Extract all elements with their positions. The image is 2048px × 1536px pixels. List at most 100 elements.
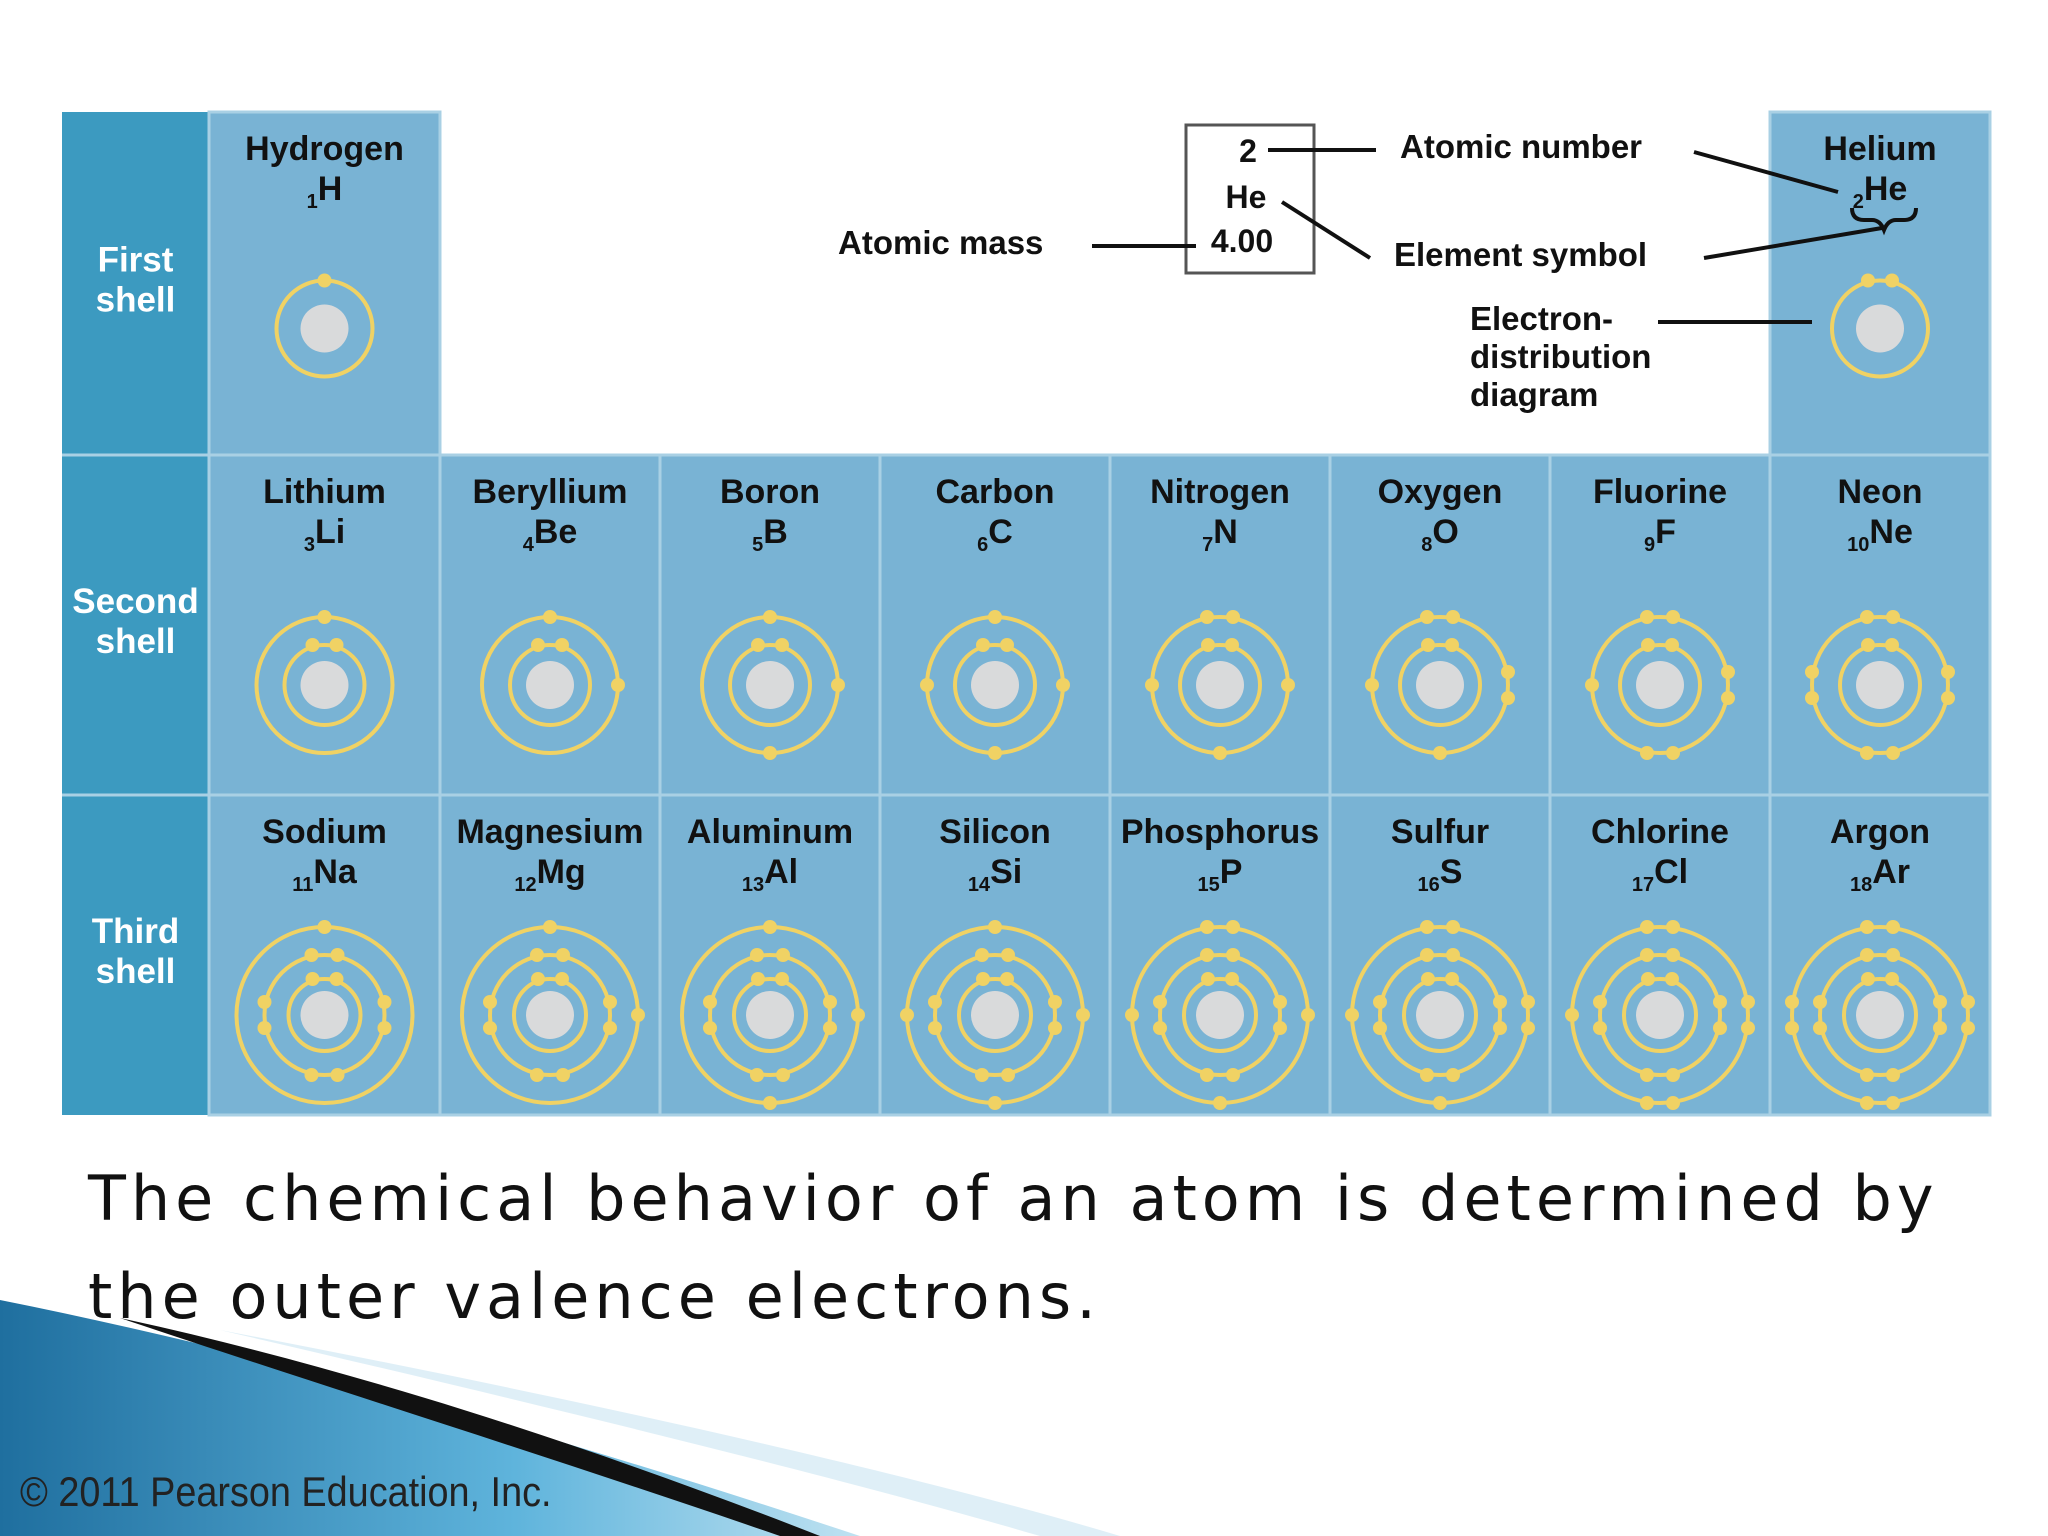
electron-dot — [1886, 1096, 1900, 1110]
nucleus — [1416, 991, 1464, 1039]
symbol-text: Al — [764, 853, 798, 891]
electron-dot — [763, 920, 777, 934]
electron-dot — [1281, 678, 1295, 692]
atomic-number-subscript: 8 — [1421, 534, 1432, 556]
electron-dot — [603, 995, 617, 1009]
atomic-number-subscript: 7 — [1202, 534, 1213, 556]
electron-dot — [1860, 1068, 1874, 1082]
copyright-notice: © 2011 Pearson Education, Inc. — [20, 1468, 552, 1515]
orbit-ring — [1842, 977, 1918, 1053]
electron-dot — [1521, 995, 1535, 1009]
symbol-text: Mg — [537, 853, 586, 891]
orbit-ring — [1618, 643, 1702, 727]
orbit-ring — [1598, 953, 1722, 1077]
electron-dot — [831, 678, 845, 692]
orbit-ring — [957, 977, 1033, 1053]
electron-dot — [1813, 1021, 1827, 1035]
electron-dot — [1446, 920, 1460, 934]
shell-label: Third — [92, 912, 179, 951]
electron-dot — [1941, 691, 1955, 705]
electron-dot — [1886, 920, 1900, 934]
orbit-ring — [512, 977, 588, 1053]
cell-background — [1768, 110, 1992, 457]
element-name: Phosphorus — [1121, 813, 1319, 851]
electron-dot — [543, 920, 557, 934]
element-name: Neon — [1838, 473, 1923, 511]
electron-dot — [1665, 972, 1679, 986]
nucleus — [746, 661, 794, 709]
electron-dot — [1420, 948, 1434, 962]
electron-dot — [1933, 1021, 1947, 1035]
electron-dot — [305, 972, 320, 986]
nucleus — [1856, 304, 1904, 353]
electron-dot — [1225, 972, 1239, 986]
orbit-ring — [282, 643, 367, 727]
atomic-number-subscript: 4 — [523, 534, 535, 556]
electron-dot — [988, 610, 1002, 624]
element-symbol: 10Ne — [1847, 513, 1913, 556]
shell-label: First — [98, 241, 174, 280]
atomic-number-subscript: 17 — [1632, 874, 1654, 896]
atomic-number-subscript: 13 — [742, 874, 764, 896]
electron-dot — [823, 1021, 837, 1035]
cell-background — [1548, 453, 1772, 797]
electron-dot — [1640, 920, 1654, 934]
electron-dot — [1713, 1021, 1727, 1035]
element-symbol: 13Al — [742, 853, 798, 896]
electron-dot — [776, 1068, 790, 1082]
cell-background — [658, 453, 882, 797]
electron-dot — [988, 920, 1002, 934]
symbol-text: O — [1432, 513, 1458, 551]
element-symbol: 6C — [977, 513, 1013, 556]
electron-dot — [483, 1021, 497, 1035]
electron-dot — [317, 273, 332, 288]
cell-background — [1328, 453, 1552, 797]
electron-dot — [1641, 638, 1655, 652]
electron-dot — [330, 1068, 345, 1082]
element-symbol: 15P — [1198, 853, 1243, 896]
shell-label: shell — [96, 281, 176, 320]
electron-dot — [975, 1068, 989, 1082]
electron-dot — [1885, 638, 1899, 652]
electron-dot — [1666, 920, 1680, 934]
element-symbol: 3Li — [304, 513, 345, 556]
electron-dot — [1200, 610, 1214, 624]
electron-dot — [1201, 638, 1215, 652]
electron-dot — [1640, 610, 1654, 624]
orbit-ring — [1378, 953, 1502, 1077]
electron-dot — [775, 972, 789, 986]
electron-dot — [329, 638, 344, 652]
electron-dot — [1226, 920, 1240, 934]
electron-dot — [1860, 610, 1874, 624]
orbit-ring — [1830, 278, 1930, 379]
shell-header-band — [62, 112, 209, 1115]
element-name: Fluorine — [1593, 473, 1727, 511]
element-symbol: 1H — [307, 170, 343, 213]
electron-dot — [1433, 1096, 1447, 1110]
nucleus — [526, 991, 574, 1039]
electron-dot — [776, 948, 790, 962]
electron-dot — [530, 948, 544, 962]
cell-background — [1768, 453, 1992, 797]
electron-dot — [1225, 638, 1239, 652]
nucleus — [1196, 991, 1244, 1039]
electron-dot — [317, 610, 332, 624]
electron-dot — [1226, 1068, 1240, 1082]
electron-dot — [257, 1021, 272, 1035]
atomic-number-subscript: 3 — [304, 534, 315, 556]
electron-dot — [1421, 638, 1435, 652]
electron-dot — [1721, 665, 1735, 679]
symbol-text: N — [1213, 513, 1238, 551]
electron-dot — [1433, 746, 1447, 760]
electron-dot — [1521, 1021, 1535, 1035]
